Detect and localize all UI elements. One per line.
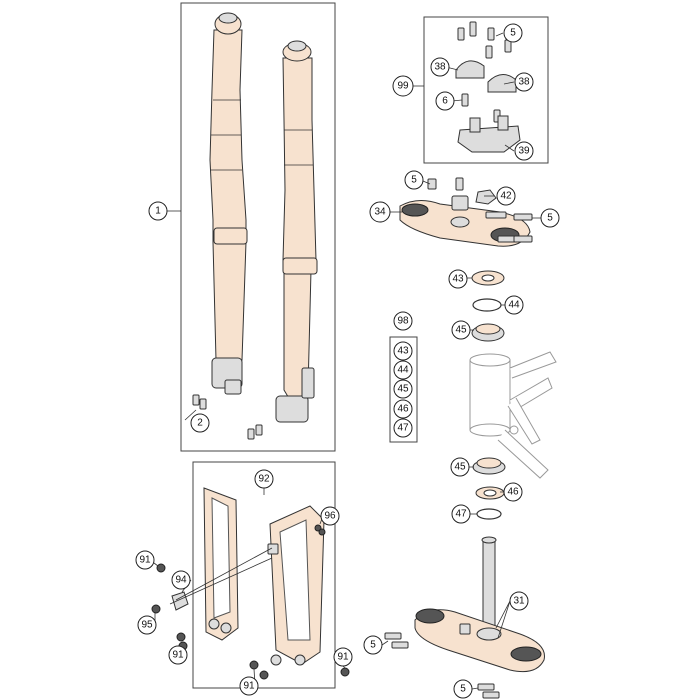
callout-46: 46 bbox=[393, 399, 413, 419]
callout-43: 43 bbox=[448, 269, 468, 289]
svg-text:38: 38 bbox=[518, 77, 530, 88]
callout-46: 46 bbox=[503, 482, 523, 502]
callout-31: 31 bbox=[509, 591, 529, 611]
callout-47: 47 bbox=[451, 504, 471, 524]
svg-text:91: 91 bbox=[172, 650, 184, 661]
callout-45: 45 bbox=[450, 457, 470, 477]
svg-text:46: 46 bbox=[507, 487, 519, 498]
callout-45: 45 bbox=[393, 379, 413, 399]
svg-text:91: 91 bbox=[337, 652, 349, 663]
callout-91: 91 bbox=[333, 647, 353, 667]
callout-99: 99 bbox=[392, 75, 414, 97]
seal-lower bbox=[475, 486, 505, 500]
svg-text:91: 91 bbox=[139, 555, 151, 566]
axle-bolts-right bbox=[247, 424, 263, 440]
callout-39: 39 bbox=[514, 141, 534, 161]
callout-47: 47 bbox=[393, 418, 413, 438]
lower-triple-clamp-stem bbox=[414, 536, 545, 673]
bearing-upper bbox=[471, 323, 505, 342]
callout-5: 5 bbox=[453, 679, 473, 699]
callout-91: 91 bbox=[135, 550, 155, 570]
svg-text:99: 99 bbox=[397, 81, 409, 92]
svg-text:44: 44 bbox=[397, 365, 409, 376]
svg-text:1: 1 bbox=[155, 206, 161, 217]
lower-clamp-bolts bbox=[384, 632, 500, 699]
callout-1: 1 bbox=[148, 201, 168, 221]
svg-text:2: 2 bbox=[197, 418, 203, 429]
callout-44: 44 bbox=[504, 295, 524, 315]
upper-clamp-side-bolts bbox=[427, 178, 533, 243]
svg-text:6: 6 bbox=[442, 96, 448, 107]
svg-text:5: 5 bbox=[370, 640, 376, 651]
fork-group-frame bbox=[180, 2, 336, 452]
svg-text:31: 31 bbox=[513, 596, 525, 607]
axle-bolts-left bbox=[192, 394, 207, 410]
svg-text:45: 45 bbox=[454, 462, 466, 473]
callout-5: 5 bbox=[363, 635, 383, 655]
o-ring-upper bbox=[472, 298, 502, 312]
callout-5: 5 bbox=[540, 208, 560, 228]
upper-triple-clamp bbox=[399, 177, 531, 247]
svg-text:44: 44 bbox=[508, 300, 520, 311]
callout-2: 2 bbox=[190, 413, 210, 433]
callout-94: 94 bbox=[171, 570, 191, 590]
fork-guard-group-frame bbox=[192, 461, 336, 689]
svg-text:94: 94 bbox=[175, 575, 187, 586]
callout-91: 91 bbox=[168, 645, 188, 665]
callout-5: 5 bbox=[503, 23, 523, 43]
svg-text:34: 34 bbox=[374, 207, 386, 218]
svg-text:92: 92 bbox=[258, 474, 270, 485]
svg-text:5: 5 bbox=[460, 684, 466, 695]
svg-text:45: 45 bbox=[455, 325, 467, 336]
callout-95: 95 bbox=[137, 615, 157, 635]
svg-text:5: 5 bbox=[411, 175, 417, 186]
svg-text:45: 45 bbox=[397, 384, 409, 395]
svg-text:38: 38 bbox=[434, 62, 446, 73]
handlebar-clamp-lower bbox=[457, 115, 521, 153]
svg-text:96: 96 bbox=[324, 511, 336, 522]
svg-text:5: 5 bbox=[547, 213, 553, 224]
svg-text:46: 46 bbox=[397, 404, 409, 415]
handlebar-clamp-group-frame bbox=[423, 16, 549, 164]
svg-text:5: 5 bbox=[510, 28, 516, 39]
svg-text:47: 47 bbox=[455, 509, 467, 520]
bearing-kit-frame bbox=[389, 336, 418, 443]
callout-43: 43 bbox=[393, 341, 413, 361]
callout-98: 98 bbox=[393, 311, 413, 331]
svg-text:91: 91 bbox=[243, 681, 255, 692]
svg-text:39: 39 bbox=[518, 146, 530, 157]
callout-44: 44 bbox=[393, 360, 413, 380]
fork-leg-left bbox=[209, 12, 248, 395]
svg-text:43: 43 bbox=[397, 346, 409, 357]
callout-38: 38 bbox=[514, 72, 534, 92]
fork-guard-left bbox=[203, 487, 239, 641]
handlebar-clamp-upper bbox=[455, 60, 517, 93]
callout-91: 91 bbox=[239, 676, 259, 696]
callout-45: 45 bbox=[451, 320, 471, 340]
svg-text:47: 47 bbox=[397, 423, 409, 434]
frame-head-tube bbox=[469, 351, 557, 479]
callout-42: 42 bbox=[496, 186, 516, 206]
svg-text:95: 95 bbox=[141, 620, 153, 631]
svg-text:98: 98 bbox=[397, 316, 409, 327]
callout-96: 96 bbox=[320, 506, 340, 526]
fork-leg-right bbox=[275, 40, 318, 423]
bearing-lower bbox=[472, 457, 506, 475]
callout-6: 6 bbox=[435, 91, 455, 111]
o-ring-lower bbox=[476, 508, 502, 520]
callout-92: 92 bbox=[254, 469, 274, 489]
svg-text:42: 42 bbox=[500, 191, 512, 202]
dust-seal-upper bbox=[471, 270, 505, 286]
svg-text:43: 43 bbox=[452, 274, 464, 285]
callout-5: 5 bbox=[404, 170, 424, 190]
callout-34: 34 bbox=[369, 201, 391, 223]
callout-38: 38 bbox=[430, 57, 450, 77]
brake-line-clamp bbox=[169, 547, 273, 611]
fork-guard-right bbox=[267, 505, 325, 666]
